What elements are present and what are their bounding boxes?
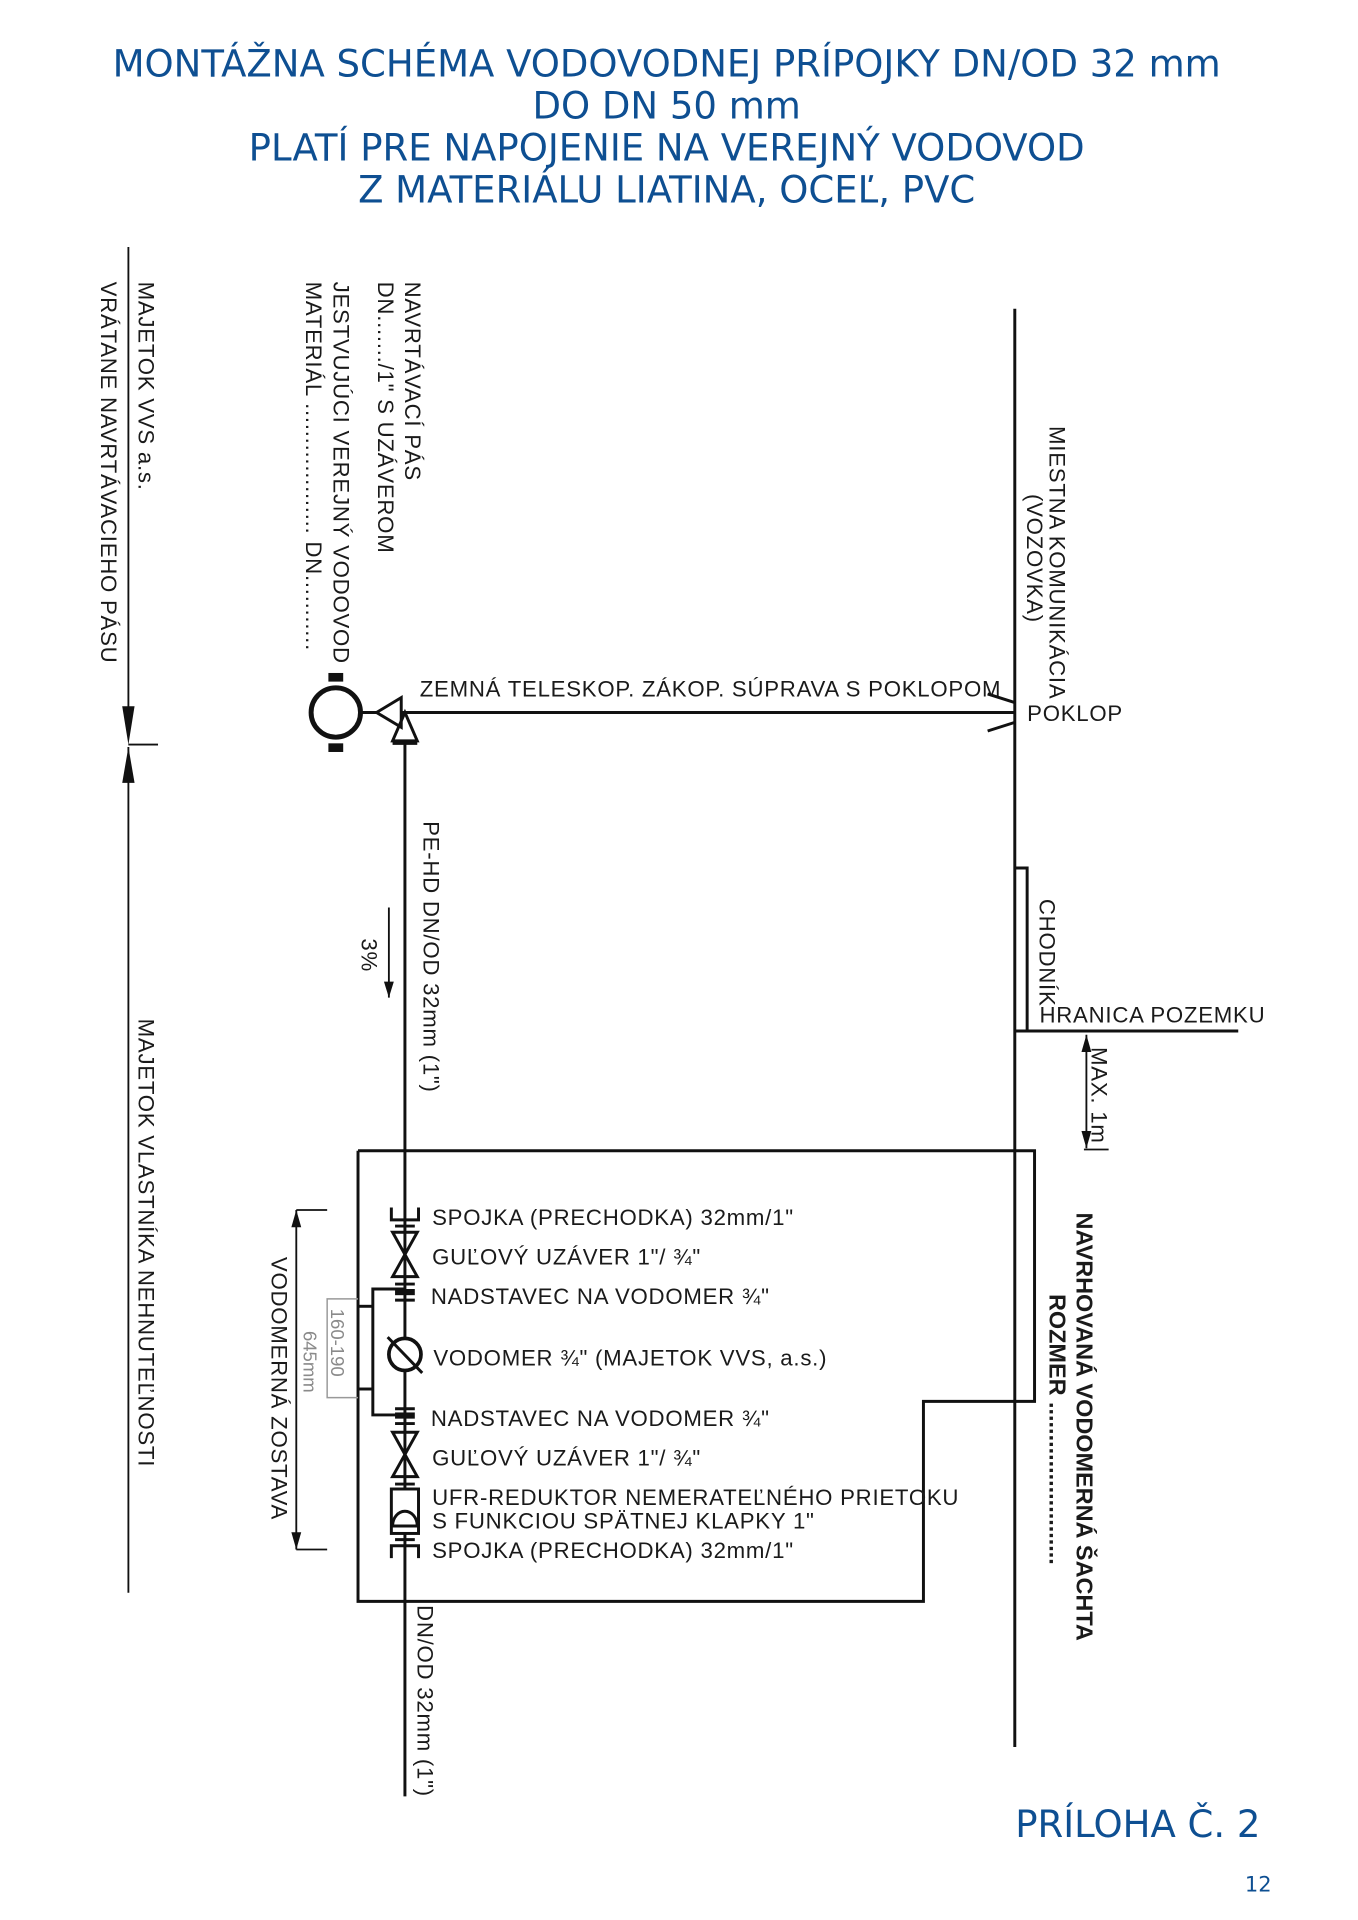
sidewalk-label: CHODNÍK [1034, 899, 1059, 1007]
assembly-item-label: S FUNKCIOU SPÄTNEJ KLAPKY 1" [432, 1509, 815, 1534]
shaft-size-label: ROZMER ......................... [1044, 1294, 1070, 1565]
tapping-band-label-2: DN......./1" S UZÁVEROM [373, 282, 398, 554]
sidewalk-line [1014, 866, 1029, 1031]
road-label-2: (VOZOVKA) [1022, 494, 1047, 623]
slope-arrow-icon [383, 907, 394, 998]
assembly-length-label: 645mm [300, 1331, 321, 1393]
assembly-item-label: NADSTAVEC NA VODOMER ¾" [431, 1284, 770, 1309]
boundary-label: HRANICA POZEMKU [1039, 1002, 1265, 1027]
coupling-icon [389, 1538, 420, 1559]
meter-shaft-outline [356, 1149, 1037, 1603]
pehd-pipe-label: PE-HD DN/OD 32mm (1") [418, 821, 443, 1093]
title-line-2: DO DN 50 mm [532, 85, 800, 128]
public-main-material: MATERIÁL ................... DN.........… [301, 282, 326, 651]
meter-length-label: 160-190 [327, 1309, 348, 1377]
assembly-item-label: NADSTAVEC NA VODOMER ¾" [431, 1406, 770, 1431]
assembly-dimension [291, 1209, 328, 1551]
max-distance-dimension [1081, 1034, 1109, 1151]
assembly-item-label: SPOJKA (PRECHODKA) 32mm/1" [432, 1205, 794, 1230]
annex-label: PRÍLOHA Č. 2 [1015, 1802, 1260, 1846]
assembly-item-label: GUĽOVÝ UZÁVER 1"/ ¾" [432, 1244, 701, 1269]
cover-mark [987, 692, 1016, 705]
flow-reducer-icon [389, 1482, 420, 1535]
page-number: 12 [1245, 1872, 1272, 1896]
road-label: MIESTNA KOMUNIKÁCIA [1044, 426, 1069, 699]
ownership-divider [122, 247, 159, 1593]
meter-length-dimension [326, 1298, 359, 1399]
title-line-1: MONTÁŽNA SCHÉMA VODOVODNEJ PRÍPOJKY DN/O… [113, 42, 1221, 86]
telescope-label: ZEMNÁ TELESKOP. ZÁKOP. SÚPRAVA S POKLOPO… [420, 676, 1002, 701]
assembly-label: VODOMERNÁ ZOSTAVA [267, 1257, 292, 1520]
title-line-4: Z MATERIÁLU LIATINA, OCEĽ, PVC [358, 168, 975, 212]
assembly-item-label: UFR-REDUKTOR NEMERATEĽNÉHO PRIETOKU [432, 1485, 959, 1510]
vvs-property-label-2: VRÁTANE NAVRTÁVACIEHO PÁSU [96, 282, 121, 664]
outlet-pipe-label: DN/OD 32mm (1") [412, 1605, 437, 1797]
max-distance-label: MAX. 1m [1086, 1047, 1111, 1144]
water-meter-icon [386, 1336, 424, 1374]
shaft-label: NAVRHOVANÁ VODOMERNÁ ŠACHTA [1072, 1212, 1099, 1640]
ball-valve-icon [390, 1430, 420, 1479]
tapping-band-label: NAVRTÁVACÍ PÁS [400, 282, 425, 481]
assembly-item-label: GUĽOVÝ UZÁVER 1"/ ¾" [432, 1446, 701, 1471]
vvs-property-label: MAJETOK VVS a.s. [133, 282, 158, 491]
coupling-icon [389, 1207, 420, 1228]
meter-adapter-icon [395, 1407, 415, 1426]
assembly-item-label: SPOJKA (PRECHODKA) 32mm/1" [432, 1538, 794, 1563]
title-line-3: PLATÍ PRE NAPOJENIE NA VEREJNÝ VODOVOD [249, 126, 1085, 170]
cover-label: POKLOP [1027, 701, 1123, 726]
meter-adapter-icon [395, 1282, 415, 1302]
assembly-item-label: VODOMER ¾" (MAJETOK VVS, a.s.) [433, 1346, 827, 1371]
slope-label: 3% [357, 938, 382, 972]
public-main-label: JESTVUJÚCI VEREJNÝ VODOVOD [328, 282, 353, 664]
bracket-icon [371, 1287, 405, 1417]
owner-property-label: MAJETOK VLASTNÍKA NEHNUTEĽNOSTI [133, 1019, 158, 1468]
ball-valve-icon [390, 1230, 420, 1279]
